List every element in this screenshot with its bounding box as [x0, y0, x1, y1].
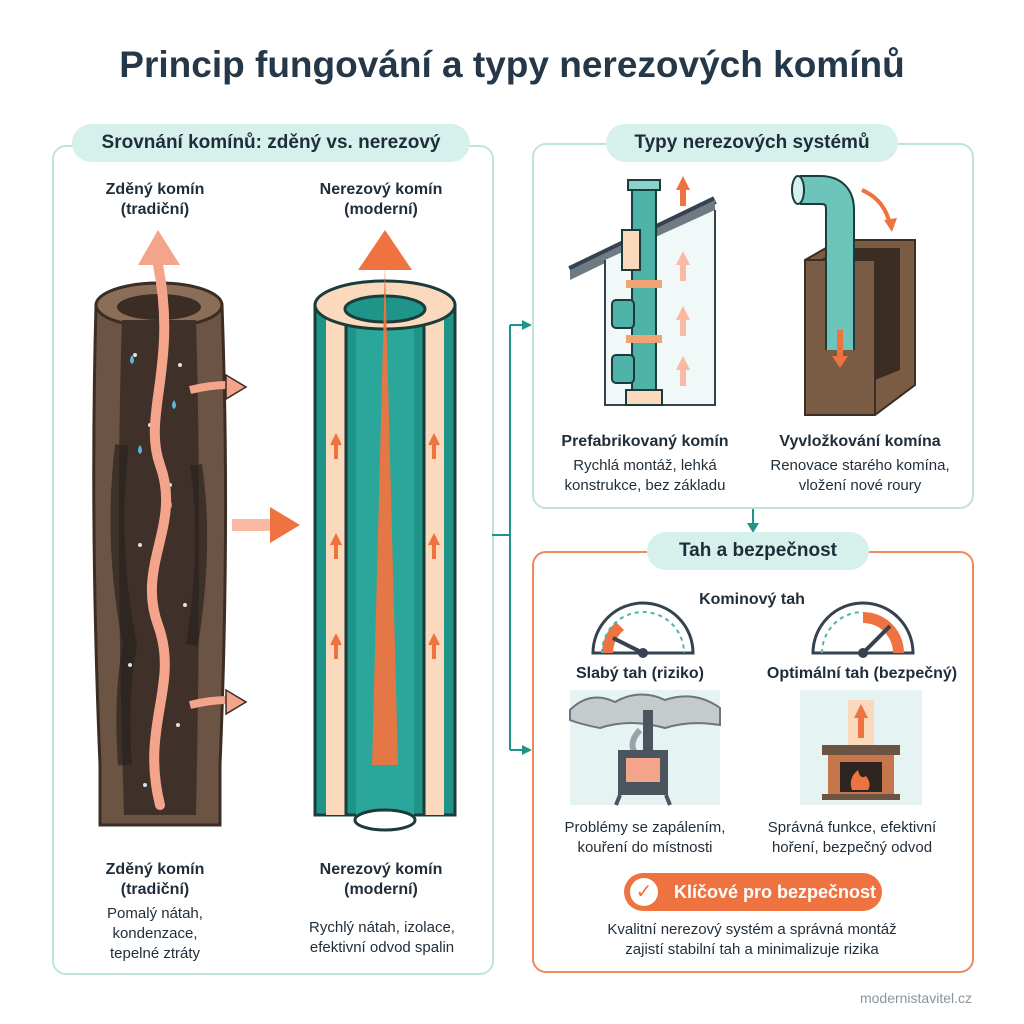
- liner-title: Vyvložkování komína: [779, 433, 941, 450]
- safety-badge: ✓ Klíčové pro bezpečnost: [624, 873, 882, 911]
- steel-chimney-illustration: [313, 230, 457, 832]
- draft-footer-text: Kvalitní nerezový systém a správná montá…: [607, 921, 897, 958]
- connector-lines: [492, 320, 532, 755]
- prefab-title: Prefabrikovaný komín: [561, 433, 729, 450]
- check-icon: ✓: [630, 878, 658, 906]
- comparison-arrow: [232, 507, 300, 543]
- optimal-draft-title: Optimální tah (bezpečný): [766, 665, 958, 682]
- fireplace-illustration: [800, 690, 922, 805]
- brick-chimney-illustration: [92, 230, 248, 827]
- optimal-draft-gauge: [811, 601, 915, 658]
- gauge-title: Kominový tah: [699, 591, 805, 608]
- steel-top-label: Nerezový komín (moderní): [319, 181, 443, 218]
- brick-top-label: Zděný komín (tradiční): [105, 181, 205, 218]
- brick-bottom-title: Zděný komín (tradiční): [105, 861, 205, 898]
- weak-draft-desc: Problémy se zapálením, kouření do místno…: [564, 819, 726, 856]
- page-title: Princip fungování a typy nerezových komí…: [119, 44, 905, 85]
- optimal-draft-desc: Správná funkce, efektivní hoření, bezpeč…: [767, 819, 937, 856]
- steel-bottom-title: Nerezový komín (moderní): [319, 861, 443, 898]
- types-heading: Typy nerezových systémů: [606, 124, 898, 162]
- down-connector: [747, 505, 759, 533]
- prefab-chimney-illustration: [568, 176, 717, 406]
- comparison-heading: Srovnání komínů: zděný vs. nerezový: [72, 124, 470, 162]
- smoky-stove-illustration: [569, 690, 721, 806]
- prefab-desc: Rychlá montáž, lehká konstrukce, bez zák…: [564, 457, 726, 494]
- liner-illustration: [791, 175, 916, 416]
- liner-desc: Renovace starého komína, vložení nové ro…: [770, 457, 950, 494]
- brick-bottom-desc: Pomalý nátah, kondenzace, tepelné ztráty: [107, 905, 203, 962]
- weak-draft-title: Slabý tah (riziko): [575, 665, 705, 682]
- draft-heading: Tah a bezpečnost: [647, 532, 869, 570]
- safety-badge-label: Klíčové pro bezpečnost: [674, 882, 877, 902]
- steel-bottom-desc: Rychlý nátah, izolace, efektivní odvod s…: [309, 919, 455, 956]
- watermark: modernistavitel.cz: [859, 990, 972, 1006]
- weak-draft-gauge: [591, 601, 695, 658]
